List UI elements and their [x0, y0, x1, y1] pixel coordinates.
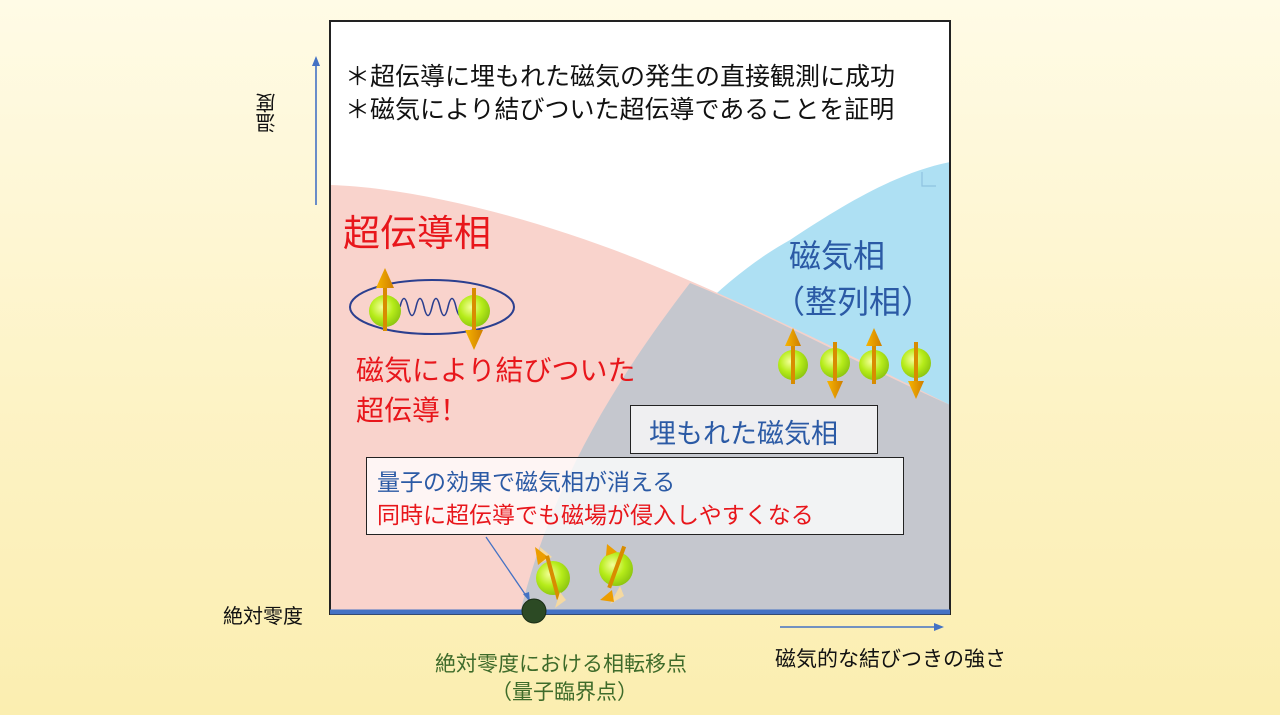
spin-down-icon: [901, 342, 931, 399]
qcp-caption-line-2: （量子臨界点）: [491, 680, 638, 704]
magnetic-phase-sublabel: （整列相）: [773, 283, 934, 321]
sc-mechanism-line-1: 磁気により結びついた: [356, 354, 636, 387]
fluctuating-spins: [535, 544, 633, 608]
buried-magnetic-phase-box: 埋もれた磁気相: [630, 405, 878, 454]
spin-down-icon: [820, 342, 850, 399]
origin-label: 絶対零度: [223, 604, 303, 628]
fluctuating-spin-icon: [535, 547, 570, 608]
ordered-spins: [778, 328, 931, 399]
pair-glue-wave-icon: [399, 297, 465, 317]
header-note-2: ＊磁気により結びついた超伝導であることを証明: [345, 95, 895, 124]
critical-point-icon: [521, 598, 547, 624]
cooper-pair-diagram: [349, 268, 515, 350]
superconducting-phase-label: 超伝導相: [343, 212, 491, 255]
magnetic-phase-label: 磁気相: [789, 237, 886, 275]
spin-up-icon: [369, 268, 401, 331]
quantum-effect-box: 量子の効果で磁気相が消える 同時に超伝導でも磁場が侵入しやすくなる: [366, 457, 904, 535]
fluctuating-spin-icon: [599, 544, 633, 604]
x-axis-arrow: [780, 623, 944, 631]
spin-up-icon: [778, 328, 808, 384]
quantum-effect-line-2: 同時に超伝導でも磁場が侵入しやすくなる: [377, 503, 814, 529]
sc-mechanism-line-2: 超伝導！: [356, 394, 469, 427]
buried-magnetic-phase-label: 埋もれた磁気相: [649, 419, 838, 450]
x-axis-label: 磁気的な結びつきの強さ: [775, 647, 1006, 671]
y-axis-arrow: [312, 56, 320, 205]
quantum-effect-line-1: 量子の効果で磁気相が消える: [377, 470, 676, 496]
y-axis-label: 温度: [255, 93, 279, 133]
spin-down-icon: [458, 288, 490, 350]
header-note-1: ＊超伝導に埋もれた磁気の発生の直接観測に成功: [345, 62, 896, 91]
qcp-caption-line-1: 絶対零度における相転移点: [435, 652, 687, 676]
critical-point-pointer: [485, 536, 530, 602]
spin-up-icon: [859, 328, 889, 384]
